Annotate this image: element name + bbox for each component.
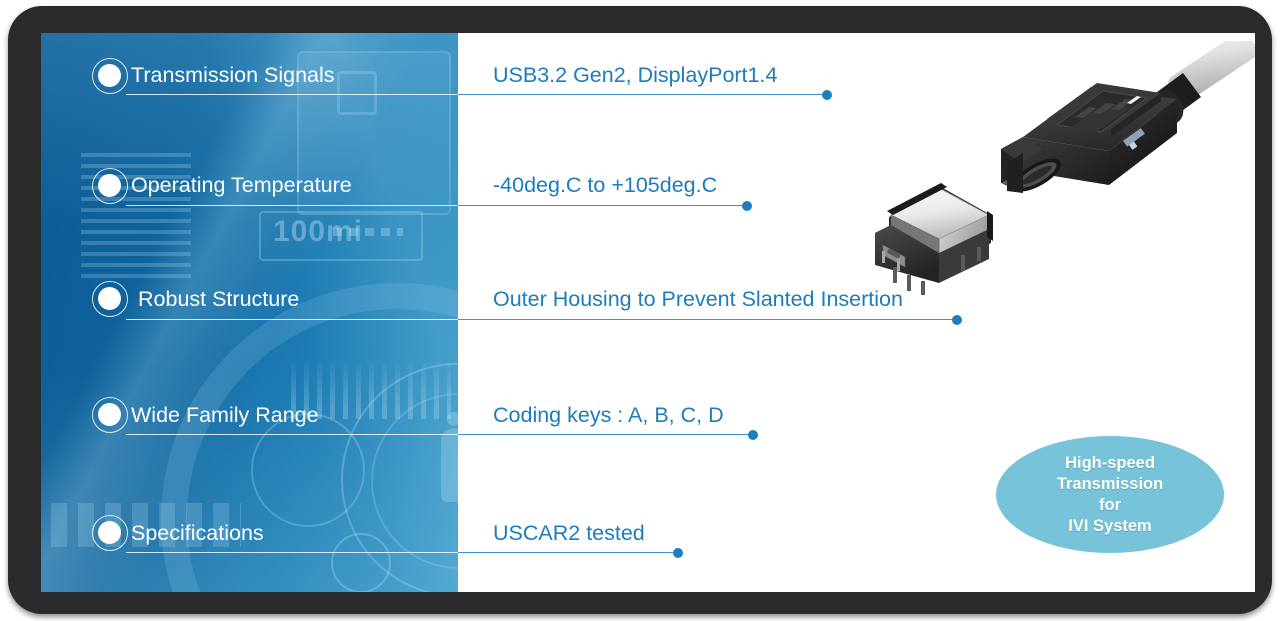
line-end-dot (748, 430, 758, 440)
bullet-icon (92, 168, 128, 204)
feature-label: Operating Temperature (131, 173, 352, 197)
hud-driver-silhouette-icon (441, 412, 458, 502)
connector-line-left (126, 434, 458, 436)
hud-navigation-distance: 100mi (273, 215, 364, 248)
device-bezel: 100mi Transmission Signals USB3.2 Gen2, … (1, 2, 1272, 614)
feature-value: -40deg.C to +105deg.C (493, 173, 718, 197)
connector-line-right (458, 319, 959, 321)
bullet-icon (92, 58, 128, 94)
badge-line-3: for (1099, 496, 1121, 514)
feature-label: Wide Family Range (131, 403, 319, 427)
connector-line-left (126, 205, 458, 207)
connector-line-right (458, 434, 755, 436)
line-end-dot (822, 90, 832, 100)
badge-line-4: IVI System (1068, 517, 1152, 536)
badge-line-1: High-speed (1065, 453, 1155, 472)
hud-navigation-box (259, 211, 423, 261)
high-speed-badge: High-speed Transmission for IVI System (996, 436, 1224, 553)
feature-value: USCAR2 tested (493, 521, 645, 545)
feature-label: Robust Structure (138, 287, 300, 311)
line-end-dot (952, 315, 962, 325)
pcb-receptacle-connector-image (875, 183, 993, 295)
hud-gauge-ring-mid (251, 413, 365, 527)
line-end-dot (742, 201, 752, 211)
connector-line-right (458, 552, 680, 554)
feature-value: Coding keys : A, B, C, D (493, 403, 724, 427)
feature-value: USB3.2 Gen2, DisplayPort1.4 (493, 63, 778, 87)
connector-line-left (126, 94, 458, 96)
bullet-icon (92, 515, 128, 551)
hud-gauge-ring-small (331, 533, 391, 592)
feature-label: Transmission Signals (131, 63, 335, 87)
bullet-icon (92, 397, 128, 433)
hud-gauge-ring-large (341, 363, 458, 592)
usb-c-plug-connector-image (1001, 41, 1255, 193)
slide-screen: 100mi Transmission Signals USB3.2 Gen2, … (41, 33, 1255, 592)
badge-line-2: Transmission (1056, 474, 1164, 493)
connector-line-left (126, 552, 458, 554)
hud-gauge-ring-inner (371, 393, 458, 569)
bullet-icon (92, 281, 128, 317)
feature-label: Specifications (131, 521, 264, 545)
hud-dot-row (333, 228, 403, 236)
feature-value: Outer Housing to Prevent Slanted Inserti… (493, 287, 903, 311)
connector-line-right (458, 94, 829, 96)
connector-line-left (126, 319, 458, 321)
connector-line-right (458, 205, 749, 207)
line-end-dot (673, 548, 683, 558)
hud-chip-icon (337, 71, 377, 115)
